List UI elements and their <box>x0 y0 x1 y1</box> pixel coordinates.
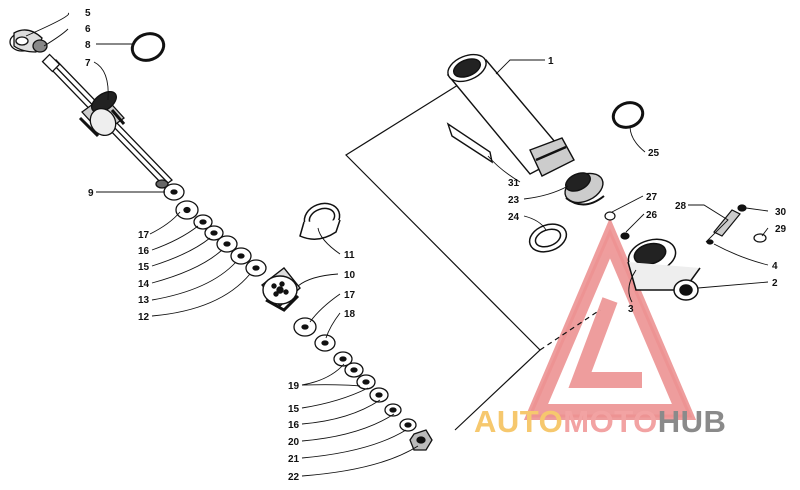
callout-labels: 1 2 3 4 5 6 7 8 9 10 11 12 13 14 15 16 1… <box>85 8 787 483</box>
callout-19: 19 <box>288 381 300 392</box>
callout-16b: 16 <box>288 420 300 431</box>
callout-7: 7 <box>85 58 91 69</box>
callout-17b: 17 <box>344 290 356 301</box>
callout-4: 4 <box>772 261 778 272</box>
callout-16: 16 <box>138 246 150 257</box>
small-parts <box>604 211 630 240</box>
callout-10: 10 <box>344 270 356 281</box>
callout-15b: 15 <box>288 404 300 415</box>
watermark-auto: AUTO <box>474 404 563 439</box>
callout-24: 24 <box>508 212 520 223</box>
assembly-outline <box>345 84 601 431</box>
callout-14: 14 <box>138 279 150 290</box>
callout-21: 21 <box>288 454 300 465</box>
callout-20: 20 <box>288 437 300 448</box>
end-cap <box>564 172 605 206</box>
valve-fitting <box>706 204 767 245</box>
callout-26: 26 <box>646 210 658 221</box>
callout-8: 8 <box>85 40 91 51</box>
washer-stack-lower <box>293 317 433 451</box>
callout-25: 25 <box>648 148 660 159</box>
callout-1: 1 <box>548 56 554 67</box>
piston-ring <box>299 202 341 240</box>
callout-28: 28 <box>675 201 687 212</box>
callout-11: 11 <box>344 250 355 261</box>
leader-lines <box>25 12 769 477</box>
callout-5: 5 <box>85 8 91 19</box>
callout-30: 30 <box>775 207 787 218</box>
watermark-hub: HUB <box>658 404 727 439</box>
callout-9: 9 <box>88 188 94 199</box>
shock-body <box>446 53 575 177</box>
piston-rod-assembly <box>9 29 173 189</box>
reservoir-mount <box>627 238 701 301</box>
piston <box>260 267 301 312</box>
callout-27: 27 <box>646 192 658 203</box>
callout-2: 2 <box>772 278 778 289</box>
callout-29: 29 <box>775 224 787 235</box>
split-ring-24 <box>528 223 568 253</box>
watermark-moto: MOTO <box>563 404 657 439</box>
callout-18: 18 <box>344 309 356 320</box>
callout-12: 12 <box>138 312 150 323</box>
callout-23: 23 <box>508 195 520 206</box>
washer-stack-left <box>163 183 267 277</box>
callout-31: 31 <box>508 178 520 189</box>
callout-6: 6 <box>85 24 91 35</box>
watermark-text: AUTOMOTOHUB <box>474 404 726 439</box>
svg-text:AUTOMOTOHUB: AUTOMOTOHUB <box>474 404 726 439</box>
callout-15: 15 <box>138 262 150 273</box>
callout-3: 3 <box>628 304 634 315</box>
callout-17: 17 <box>138 230 150 241</box>
callout-13: 13 <box>138 295 150 306</box>
callout-22: 22 <box>288 472 300 483</box>
o-ring-25 <box>611 101 645 129</box>
watermark-logo <box>523 217 697 420</box>
